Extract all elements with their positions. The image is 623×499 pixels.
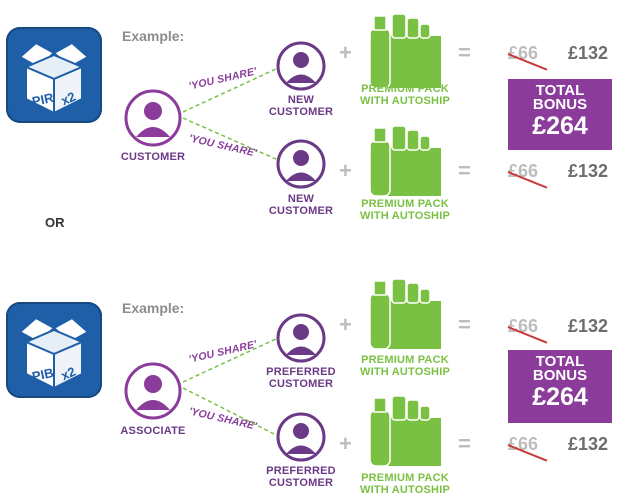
total-bonus-line2: BONUS [532,367,588,384]
person-icon [276,41,326,96]
share-connectors [182,67,279,161]
or-label: OR [45,215,65,230]
total-bonus-line2: BONUS [532,96,588,113]
equals-sign: = [458,40,471,65]
plus-sign: + [339,312,352,337]
new-price: £132 [568,43,609,63]
person-icon [124,89,182,152]
open-box-icon [6,27,102,123]
plus-sign: + [339,40,352,65]
total-bonus-box: TOTAL BONUS £264 [508,350,612,423]
person-icon [276,313,326,368]
total-bonus-amount: £264 [532,383,588,411]
new-price: £132 [568,434,609,454]
total-bonus-line1: TOTAL [535,82,585,99]
plus-sign: + [339,158,352,183]
equals-sign: = [458,158,471,183]
total-bonus-box: TOTAL BONUS £264 [508,79,612,150]
pack-label-2: PREMIUM PACK WITH AUTOSHIP [360,198,450,222]
recipient-label-1: PREFERRED CUSTOMER [266,366,336,390]
product-pack-icon [365,275,445,356]
example-label: Example: [122,28,185,44]
product-pack-icon [365,392,445,473]
sharer-label: CUSTOMER [120,151,186,163]
share-connectors [182,337,279,437]
total-bonus-amount: £264 [532,112,588,140]
example-label: Example: [122,300,185,316]
total-bonus-line1: TOTAL [535,353,585,370]
person-icon [276,412,326,467]
pack-label-2: PREMIUM PACK WITH AUTOSHIP [360,472,450,496]
new-price: £132 [568,316,609,336]
equals-sign: = [458,431,471,456]
product-pack-icon [365,122,445,203]
plus-sign: + [339,431,352,456]
recipient-label-2: PREFERRED CUSTOMER [266,465,336,489]
product-pack-icon [365,6,445,95]
open-box-icon [6,302,102,398]
person-icon [124,362,182,425]
recipient-label-1: NEW CUSTOMER [268,94,334,118]
new-price: £132 [568,161,609,181]
pack-label-1: PREMIUM PACK WITH AUTOSHIP [360,83,450,107]
pack-label-1: PREMIUM PACK WITH AUTOSHIP [360,354,450,378]
sharer-label: ASSOCIATE [120,425,186,437]
recipient-label-2: NEW CUSTOMER [268,193,334,217]
person-icon [276,139,326,194]
equals-sign: = [458,312,471,337]
